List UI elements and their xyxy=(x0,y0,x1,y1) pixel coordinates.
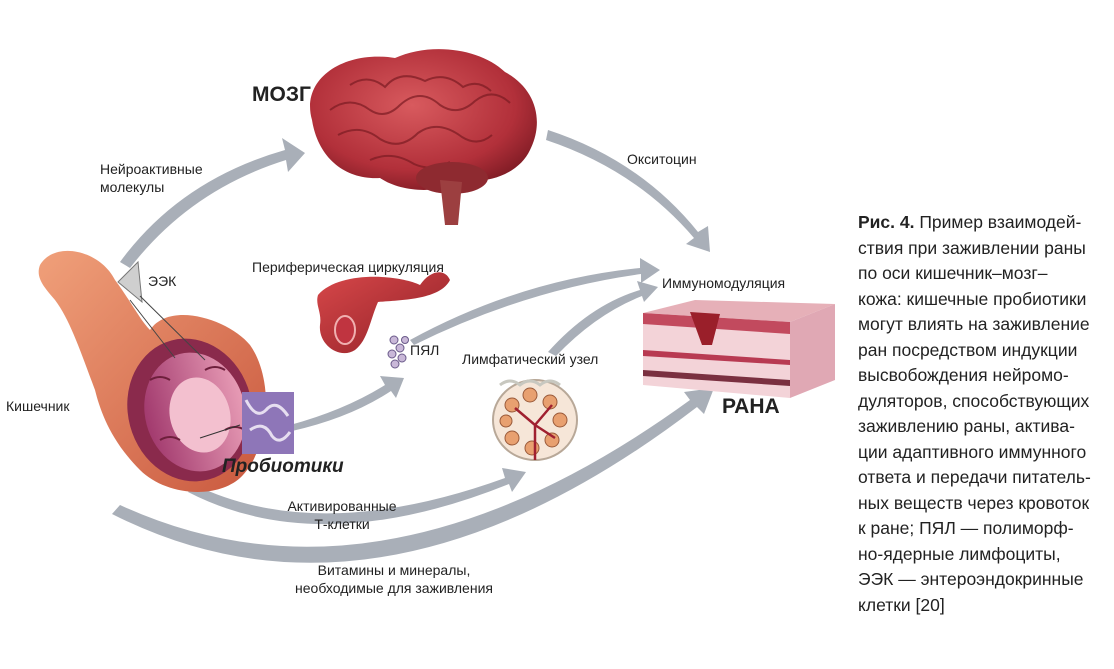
caption-line: заживлению раны, актива- xyxy=(858,416,1075,436)
caption-line: к ране; ПЯЛ — полиморф- xyxy=(858,518,1074,538)
caption-prefix: Рис. 4. xyxy=(858,212,915,232)
caption-line: дуляторов, способствующих xyxy=(858,390,1090,411)
gut-brain-skin-diagram xyxy=(38,49,835,563)
gut-illustration xyxy=(38,250,294,492)
caption-line: клетки [20] xyxy=(858,594,945,615)
arrow-gut-to-circulation xyxy=(290,376,404,431)
vitamins-label: Витамины и минералы, необходимые для заж… xyxy=(268,561,520,597)
caption-line: ран посредством индукции xyxy=(858,339,1078,360)
brain-illustration xyxy=(310,49,537,225)
gut-label: Кишечник xyxy=(6,398,70,414)
vitamins-line-2: необходимые для заживления xyxy=(295,580,493,596)
neuroactive-molecules-label: Нейроактивные молекулы xyxy=(100,160,203,196)
eek-label: ЭЭК xyxy=(148,273,177,289)
caption-line-text: Пример взаимодей- xyxy=(914,212,1082,232)
wound-label: РАНА xyxy=(722,395,780,418)
neuroactive-line-1: Нейроактивные xyxy=(100,161,203,177)
caption-line: но-ядерные лимфоциты, xyxy=(858,543,1061,564)
wound-illustration xyxy=(643,300,835,398)
neuroactive-line-2: молекулы xyxy=(100,179,165,195)
caption-line: ЭЭК — энтероэндокринные xyxy=(858,569,1084,589)
caption-line: высвобождения нейромо- xyxy=(858,365,1069,385)
blood-vessel-illustration xyxy=(317,272,450,369)
arrow-gut-to-brain xyxy=(120,138,305,268)
arrow-gut-to-wound xyxy=(112,388,714,563)
arrow-brain-to-wound xyxy=(546,130,710,252)
lymph-node-illustration xyxy=(492,379,578,461)
arrow-lymph-to-wound xyxy=(548,281,658,356)
oxytocin-label: Окситоцин xyxy=(627,151,697,167)
peripheral-circulation-label: Периферическая циркуляция xyxy=(252,259,444,275)
caption-line: по оси кишечник–мозг– xyxy=(858,263,1048,283)
caption-line: ных веществ через кровоток xyxy=(858,492,1090,513)
activated-t-cells-label: Активированные Т-клетки xyxy=(272,497,412,533)
arrow-circulation-to-wound xyxy=(410,258,660,345)
pyal-label: ПЯЛ xyxy=(410,342,440,358)
caption-line: кожа: кишечные пробиотики xyxy=(858,288,1087,309)
arrows xyxy=(112,130,714,563)
caption-line: могут влиять на заживление xyxy=(858,314,1090,334)
activated-t-line-1: Активированные xyxy=(287,498,397,514)
arrow-gut-to-lymph xyxy=(188,468,526,525)
probiotics-label: Пробиотики xyxy=(222,456,344,477)
brain-label: МОЗГ xyxy=(252,83,311,106)
vitamins-line-1: Витамины и минералы, xyxy=(317,562,471,578)
immunomodulation-label: Иммуномодуляция xyxy=(662,275,786,291)
figure-caption: Рис. 4. Пример взаимодей- ствия при зажи… xyxy=(858,210,1108,618)
caption-line: Рис. 4. Пример взаимодей- xyxy=(858,210,1108,236)
activated-t-line-2: Т-клетки xyxy=(314,516,370,532)
caption-line: ции адаптивного иммунного xyxy=(858,441,1087,462)
lymph-node-label: Лимфатический узел xyxy=(462,351,599,367)
caption-line: ответа и передачи питатель- xyxy=(858,467,1091,487)
caption-line: ствия при заживлении раны xyxy=(858,237,1086,258)
